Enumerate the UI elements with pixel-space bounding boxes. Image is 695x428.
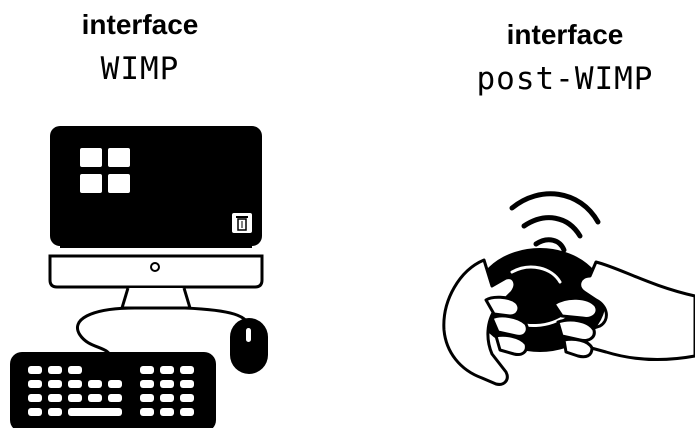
post-wimp-panel: interface post-WIMP bbox=[400, 0, 695, 428]
wimp-panel: interface WIMP bbox=[0, 0, 300, 428]
wireless-signal-icon bbox=[512, 194, 598, 250]
hands-holding-device-icon bbox=[400, 0, 695, 428]
mouse-icon bbox=[230, 318, 268, 374]
desktop-computer-icon bbox=[0, 0, 300, 428]
power-button bbox=[151, 263, 159, 271]
monitor-stand bbox=[122, 288, 190, 308]
keyboard-icon bbox=[10, 352, 216, 428]
trash-icon bbox=[232, 213, 252, 233]
